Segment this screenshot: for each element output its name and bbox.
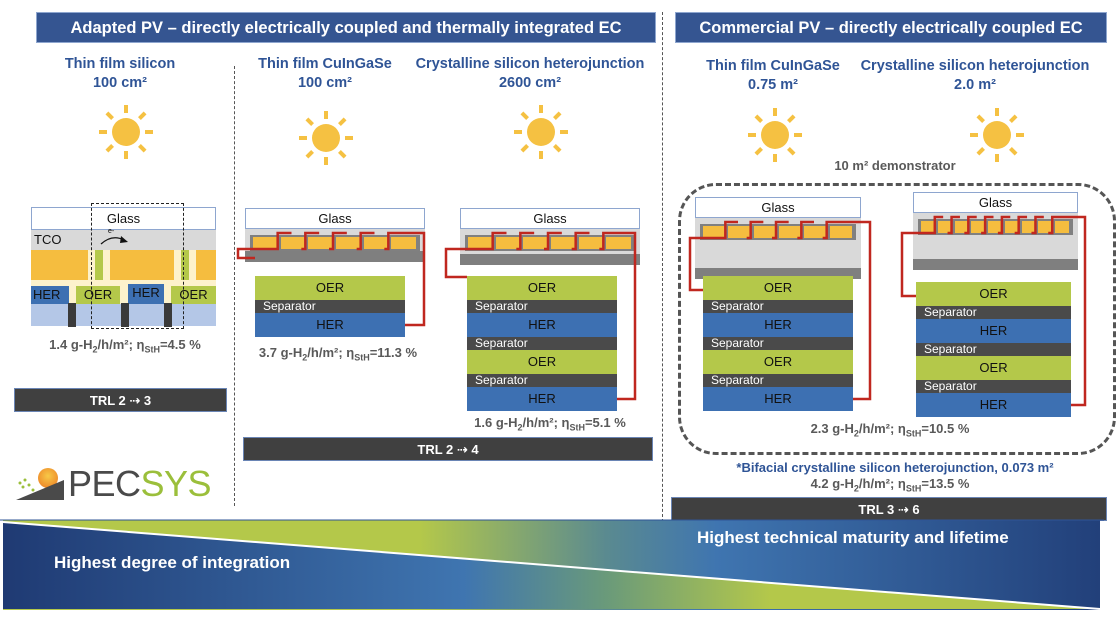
trl-badge-b: TRL 2 ⇢ 4 — [243, 437, 653, 461]
device-area: 2600 cm² — [498, 75, 562, 91]
device-title-shj-small: Crystalline silicon heterojunction 2600 … — [405, 55, 655, 93]
sun-icon — [748, 108, 802, 162]
separator-layer: Separator — [467, 300, 617, 313]
contact — [95, 250, 103, 286]
sun-icon — [970, 108, 1024, 162]
pv-cell — [253, 237, 278, 249]
pv-cell — [551, 237, 576, 249]
header-adapted-pv: Adapted PV – directly electrically coupl… — [36, 12, 656, 43]
trl-badge-a: TRL 2 ⇢ 3 — [14, 388, 227, 412]
her-layer: HER — [467, 313, 617, 337]
oer-layer: OER — [171, 286, 216, 304]
pv-cell — [578, 237, 604, 249]
device-name: Crystalline silicon heterojunction — [415, 56, 645, 72]
backsheet — [460, 254, 640, 265]
her-layer: HER — [467, 387, 617, 411]
oer-layer: OER — [467, 350, 617, 374]
device-title-tf-cigs-small: Thin film CuInGaSe 100 cm² — [225, 55, 425, 93]
header-commercial-pv: Commercial PV – directly electrically co… — [675, 12, 1107, 43]
device-name: Crystalline silicon heterojunction — [860, 58, 1090, 74]
logo-wordmark: PECSYS — [68, 463, 212, 504]
her-layer: HER — [31, 286, 69, 304]
glass-layer: Glass — [913, 192, 1078, 213]
perf-bifacial: 4.2 g-H2/h/m²; ηStH=13.5 % — [810, 476, 970, 494]
pv-cell — [363, 237, 389, 249]
pv-cell — [280, 237, 306, 249]
perf-tf-cigs-small: 3.7 g-H2/h/m²; ηStH=11.3 % — [258, 345, 418, 363]
device-area: 100 cm² — [297, 75, 352, 91]
pv-cell — [336, 237, 361, 249]
maturity-label: Highest technical maturity and lifetime — [697, 528, 1009, 547]
oer-layer: OER — [467, 276, 617, 300]
demonstrator-outline — [678, 183, 1116, 455]
pv-cell — [308, 237, 333, 249]
pv-cell — [495, 237, 521, 249]
glass-layer: Glass — [31, 207, 216, 230]
perf-shj-small: 1.6 g-H2/h/m²; ηStH=5.1 % — [474, 415, 626, 433]
perf-demonstrator: 2.3 g-H2/h/m²; ηStH=10.5 % — [810, 421, 970, 439]
device-area: 0.75 m² — [748, 77, 798, 93]
sun-icon — [514, 105, 568, 159]
separator-layer: Separator — [467, 337, 617, 350]
contact — [181, 250, 189, 286]
backsheet — [245, 251, 425, 262]
device-name: Thin film silicon — [64, 56, 176, 72]
device-area: 2.0 m² — [954, 77, 996, 93]
device-name: Thin film CuInGaSe — [258, 56, 392, 72]
separator-bar — [121, 303, 129, 327]
device-title-shj-large: Crystalline silicon heterojunction 2.0 m… — [850, 57, 1100, 95]
separator-bar — [164, 303, 172, 327]
electron-label: e- — [108, 228, 115, 235]
divider-2 — [662, 12, 663, 532]
glass-layer: Glass — [460, 208, 640, 229]
sun-icon — [99, 105, 153, 159]
integration-maturity-banner — [0, 519, 1104, 610]
bifacial-label: *Bifacial crystalline silicon heterojunc… — [736, 460, 1054, 475]
unit-cell-outline — [91, 203, 184, 329]
pv-cell — [391, 237, 416, 249]
separator-bar — [68, 303, 76, 327]
logo-mark-icon — [16, 468, 64, 500]
glass-layer: Glass — [695, 197, 861, 218]
tco-label: TCO — [34, 232, 62, 247]
electron-arrow-icon — [100, 236, 128, 245]
oer-layer: OER — [76, 286, 120, 304]
pv-cell — [606, 237, 631, 249]
integration-label: Highest degree of integration — [54, 553, 291, 572]
oer-layer: OER — [255, 276, 405, 300]
device-area: 100 cm² — [92, 75, 147, 91]
pv-cell — [523, 237, 548, 249]
separator-layer: Separator — [467, 374, 617, 387]
pv-cell — [468, 237, 493, 249]
device-name: Thin film CuInGaSe — [706, 58, 840, 74]
her-layer: HER — [255, 313, 405, 337]
device-title-tf-si: Thin film silicon 100 cm² — [20, 55, 220, 93]
sun-icon — [299, 111, 353, 165]
divider-1 — [234, 66, 235, 506]
her-layer: HER — [128, 284, 164, 304]
trl-badge-c: TRL 3 ⇢ 6 — [671, 497, 1107, 521]
device-title-tf-cigs-large: Thin film CuInGaSe 0.75 m² — [673, 57, 873, 95]
separator-layer: Separator — [255, 300, 405, 313]
demonstrator-label: 10 m² demonstrator — [834, 158, 956, 173]
perf-tf-si: 1.4 g-H2/h/m²; ηStH=4.5 % — [49, 337, 201, 355]
glass-layer: Glass — [245, 208, 425, 229]
